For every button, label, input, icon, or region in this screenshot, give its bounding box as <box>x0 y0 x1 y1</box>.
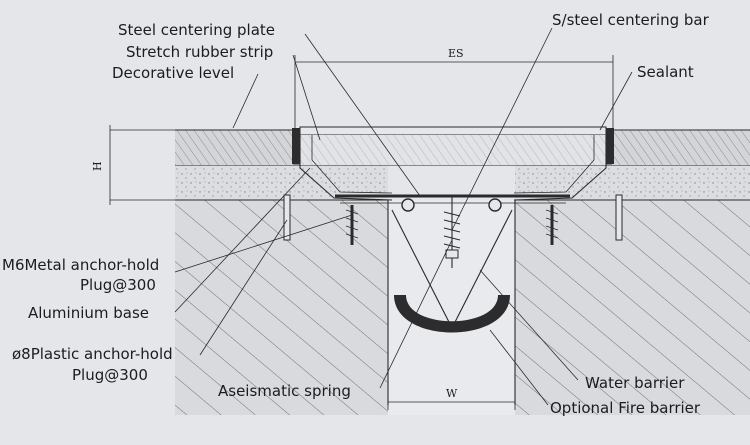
label-water-barrier: Water barrier <box>585 374 685 392</box>
label-aluminium-base: Aluminium base <box>28 304 149 322</box>
label-aseismatic-spring: Aseismatic spring <box>218 382 351 400</box>
concrete-slab-right <box>515 200 750 415</box>
centering-bar-pin-left <box>401 198 415 212</box>
dimension-w: W <box>387 360 516 410</box>
label-m6-anchor: M6Metal anchor-hold <box>2 256 159 274</box>
w-label: W <box>446 387 458 400</box>
cover-plate <box>299 126 607 165</box>
dimension-es: ES <box>294 47 614 128</box>
plastic-anchor-right <box>615 194 623 241</box>
h-label: H <box>91 161 104 171</box>
label-m6-anchor-plug: Plug@300 <box>80 276 156 294</box>
decorative-finish-layer <box>175 129 750 165</box>
es-label: ES <box>448 47 464 60</box>
label-fire-barrier: Optional Fire barrier <box>550 399 701 417</box>
label-plastic-anchor-plug: Plug@300 <box>72 366 148 384</box>
centering-bar-pin-right <box>488 198 502 212</box>
fire-barrier <box>394 295 510 333</box>
label-stretch-rubber-strip: Stretch rubber strip <box>126 43 273 61</box>
label-decorative-level: Decorative level <box>112 64 234 82</box>
metal-anchor-left <box>345 205 359 245</box>
aluminium-base-profile-left <box>292 128 393 201</box>
metal-anchor-right <box>545 205 559 245</box>
dimension-h: H <box>91 125 175 205</box>
label-steel-centering-plate: Steel centering plate <box>118 21 275 39</box>
leader-lines <box>174 27 633 406</box>
label-ss-centering-bar: S/steel centering bar <box>552 11 710 29</box>
label-plastic-anchor: ø8Plastic anchor-hold <box>12 345 173 363</box>
plastic-anchor-left <box>283 194 291 241</box>
label-sealant: Sealant <box>637 63 694 81</box>
aluminium-base-profile-right <box>513 128 614 201</box>
